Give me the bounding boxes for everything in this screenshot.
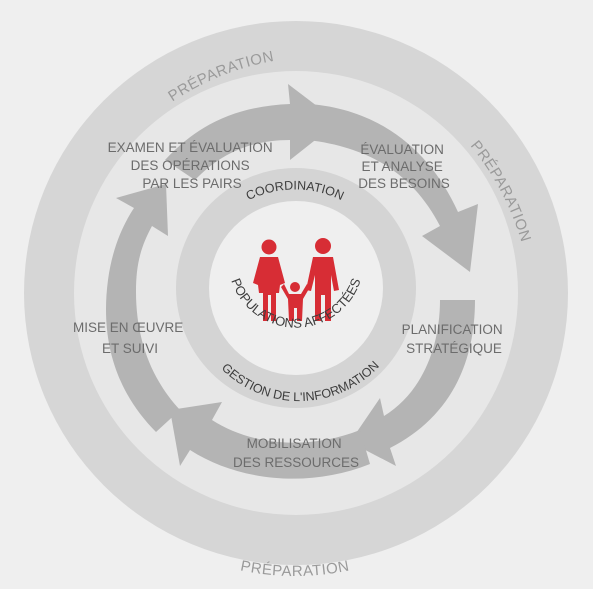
family-icon xyxy=(253,238,339,321)
arrow-implementation-to-peer-review xyxy=(106,184,180,432)
stage-resource-mobilization: MOBILISATION DES RESSOURCES xyxy=(233,436,359,470)
adult-left-body xyxy=(253,257,285,321)
arrow-mobilisation-to-implementation xyxy=(170,402,370,479)
arrow-peer-review-to-assessment xyxy=(165,84,338,180)
cycle-arrows xyxy=(106,84,478,479)
stage-strategic-planning: PLANIFICATION STRATÉGIQUE xyxy=(402,322,507,356)
arrow-assessment-to-planning xyxy=(308,104,478,272)
stage-peer-review: EXAMEN ET ÉVALUATION DES OPÉRATIONS PAR … xyxy=(108,140,277,191)
adult-right-body xyxy=(306,257,339,321)
adult-right-head xyxy=(315,238,331,254)
child-head xyxy=(290,282,300,292)
adult-left-head xyxy=(261,239,277,255)
stage-needs-assessment: ÉVALUATION ET ANALYSE DES BESOINS xyxy=(358,142,450,191)
stage-implementation: MISE EN ŒUVRE ET SUIVI xyxy=(73,320,187,356)
preparation-label-bottom: PRÉPARATION xyxy=(239,558,351,581)
child-body xyxy=(281,284,310,321)
arrow-planning-to-mobilisation xyxy=(350,300,475,466)
